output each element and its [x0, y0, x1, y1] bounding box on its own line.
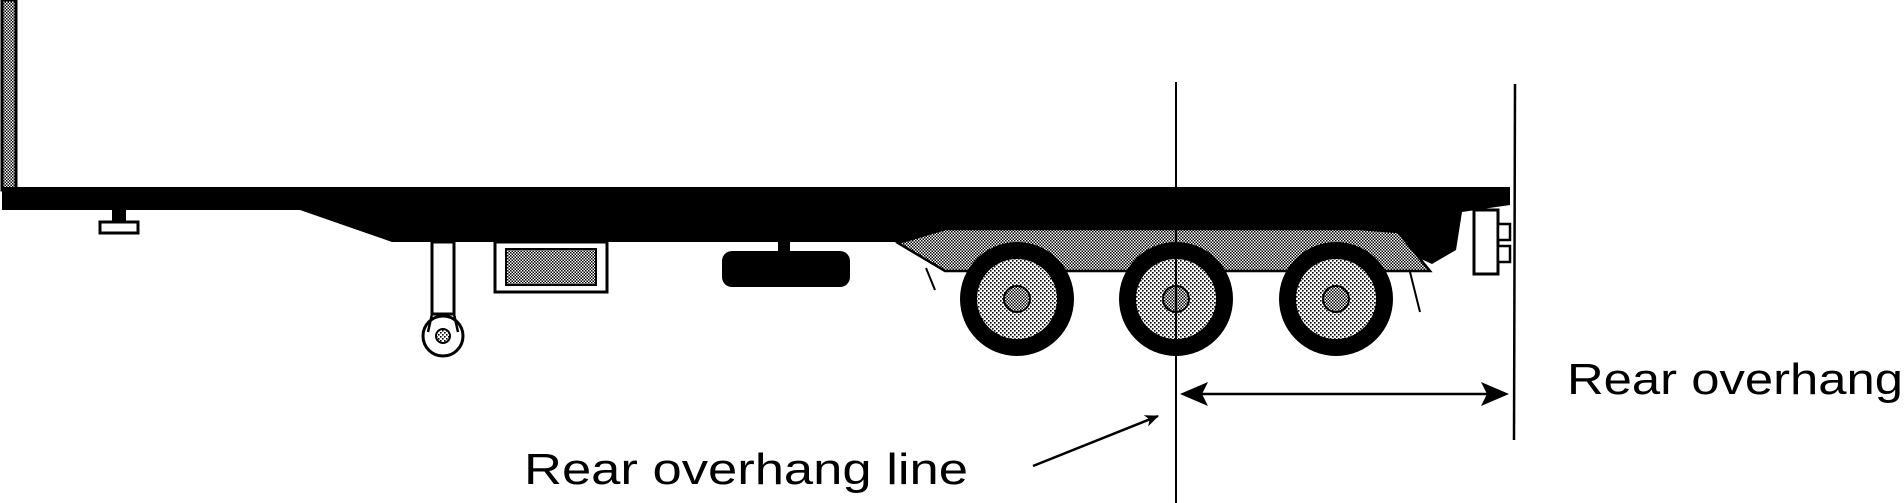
spare-tyre [722, 242, 850, 287]
kingpin [98, 210, 140, 235]
front-headboard [0, 0, 18, 192]
rear-overhang-label: Rear overhang [1567, 355, 1903, 404]
rear-end-line [1512, 83, 1517, 441]
toolbox [493, 240, 609, 294]
trailer-chassis [2, 187, 1510, 264]
rear-overhang-dimension-arrow [1180, 382, 1509, 406]
rear-light-assembly [1472, 208, 1512, 276]
landing-gear [421, 240, 465, 358]
rear-overhang-line-label: Rear overhang line [524, 445, 968, 494]
wheel-rear-axle [1279, 242, 1393, 356]
rear-overhang-line-leader-arrow [1032, 414, 1159, 468]
wheel-front-axle [960, 242, 1074, 356]
